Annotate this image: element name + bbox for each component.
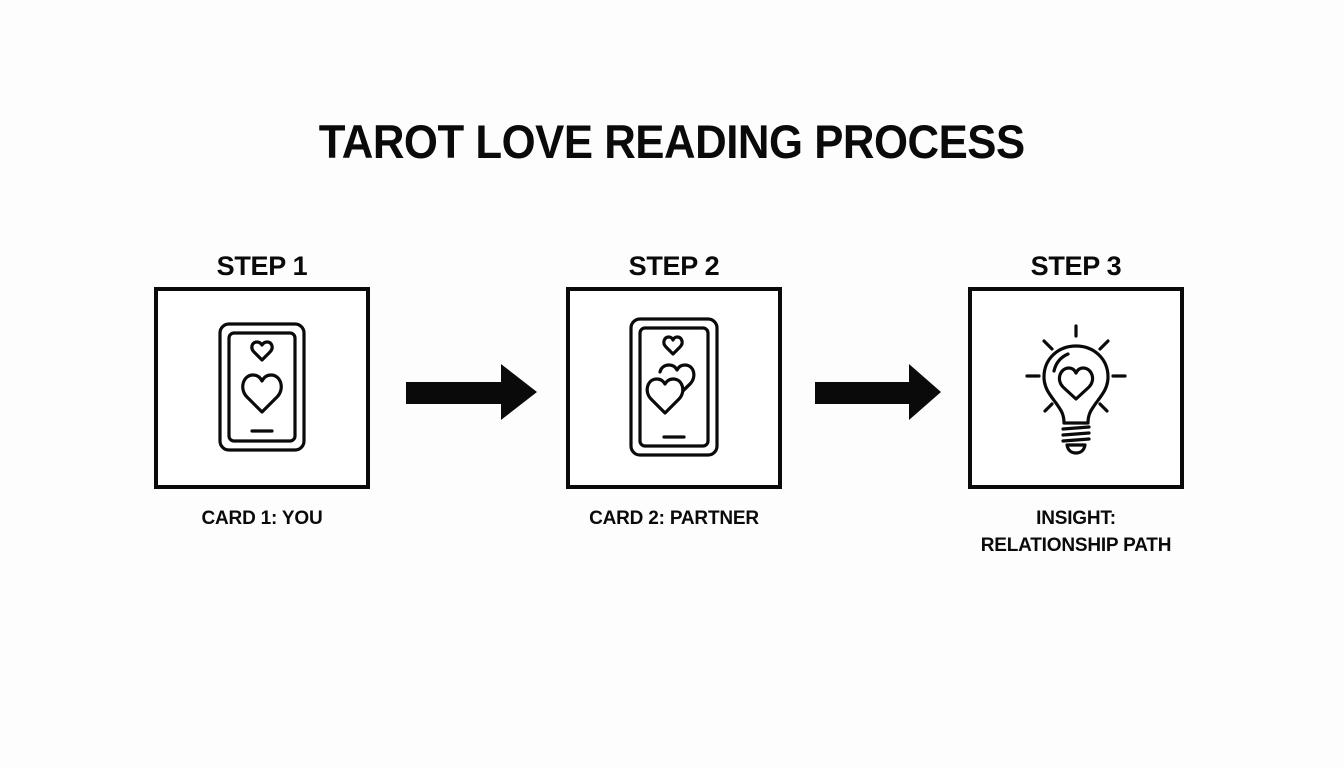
step-1-box	[154, 287, 370, 489]
step-2-box	[566, 287, 782, 489]
step-2-caption-line: CARD 2: PARTNER	[589, 508, 759, 529]
tarot-card-heart-icon	[218, 322, 306, 452]
step-3-caption-line-1: INSIGHT:	[1036, 508, 1116, 529]
lightbulb-heart-icon	[1025, 324, 1127, 455]
tarot-card-two-hearts-icon	[629, 317, 719, 457]
step-1-label: STEP 1	[216, 251, 308, 281]
step-3-caption: INSIGHT: RELATIONSHIP PATH	[926, 505, 1226, 559]
arrow-right-icon	[406, 364, 537, 420]
step-2-caption: CARD 2: PARTNER	[524, 505, 824, 532]
arrow-right-icon	[815, 364, 941, 420]
step-2-label: STEP 2	[628, 251, 720, 281]
step-3-label: STEP 3	[1030, 251, 1122, 281]
step-3-box	[968, 287, 1184, 489]
diagram-title: TAROT LOVE READING PROCESS	[318, 115, 1025, 168]
step-1-caption: CARD 1: YOU	[112, 505, 412, 532]
step-1-caption-line: CARD 1: YOU	[201, 508, 323, 529]
step-3-caption-line-2: RELATIONSHIP PATH	[980, 535, 1172, 556]
